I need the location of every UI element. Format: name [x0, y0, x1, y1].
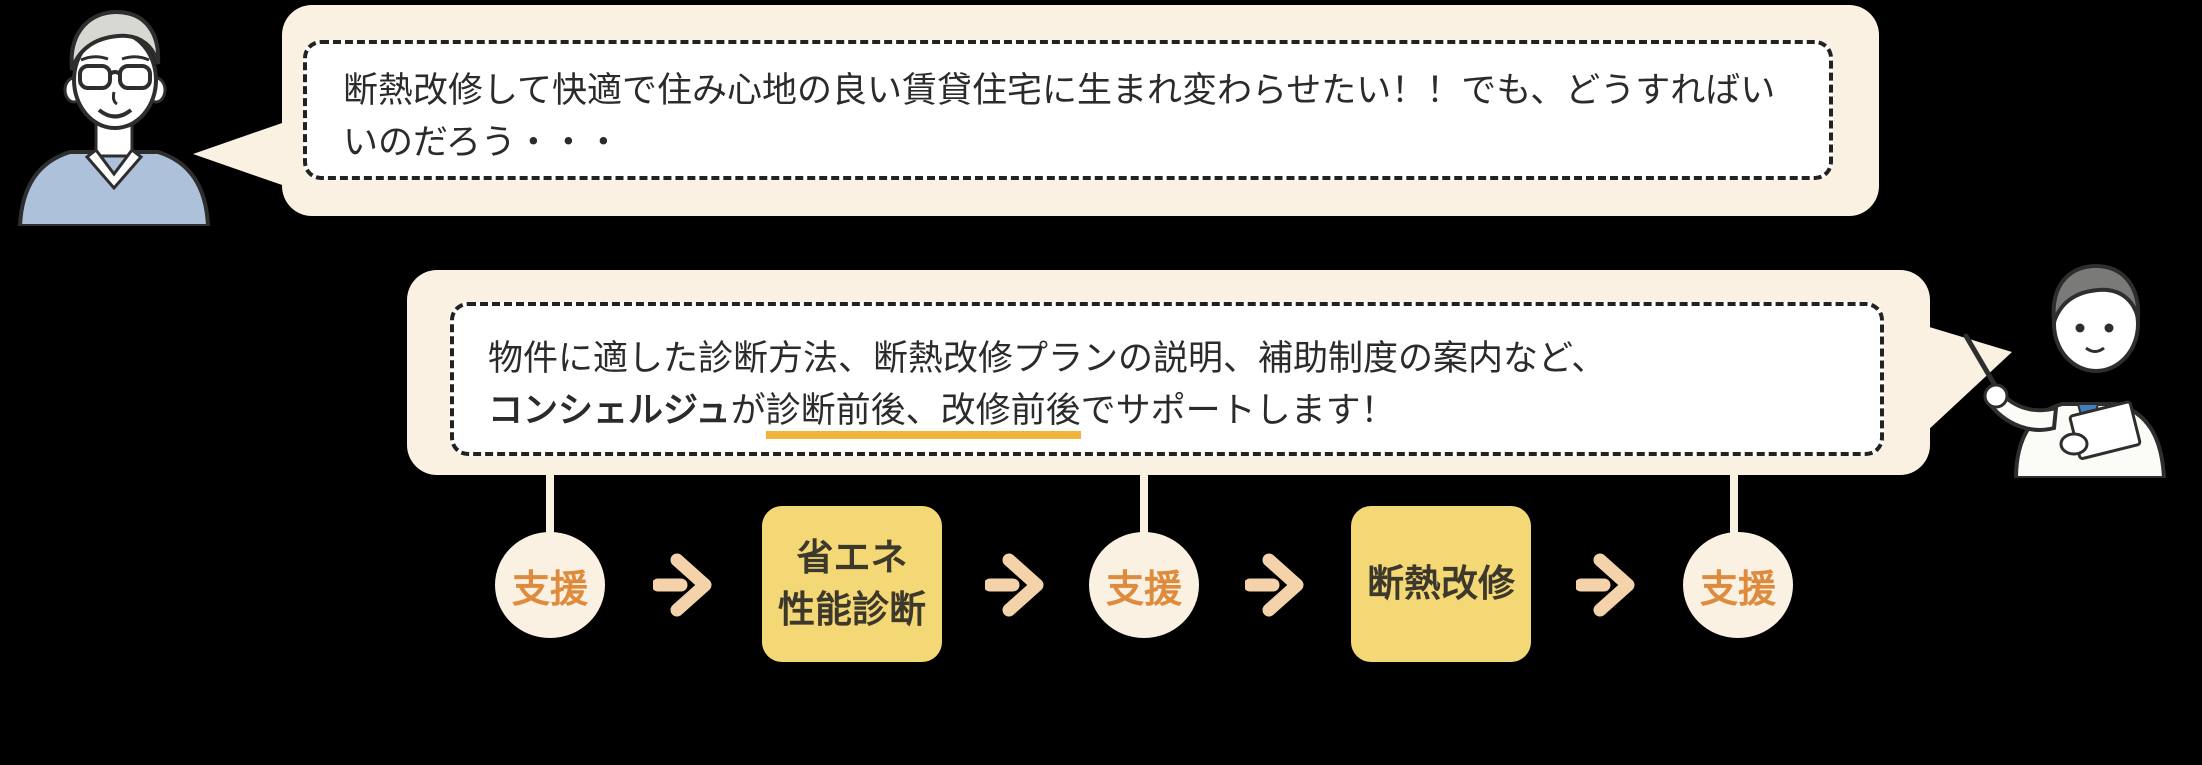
flow-arrow-icon-2: [985, 553, 1044, 617]
concierge-word-rest: でサポートします！: [1080, 391, 1396, 430]
process-box-insulation-label: 断熱改修: [1367, 563, 1515, 604]
owner-bubble-line2: いのだろう・・・: [343, 123, 621, 162]
concierge-word-underlined: 診断前後、改修前後: [765, 391, 1081, 439]
concierge-word-bold: コンシェルジュ: [488, 391, 731, 430]
concierge-bubble-tail: [1926, 326, 2012, 432]
support-circle-2: 支援: [1089, 532, 1199, 638]
owner-person-icon: [17, 9, 211, 226]
flow-arrow-icon-3: [1245, 553, 1304, 617]
flow-arrow-icon-4: [1576, 553, 1635, 617]
concierge-bubble-line2: コンシェルジュが診断前後、改修前後でサポートします！: [488, 385, 1850, 439]
consultant-person-icon: [1963, 263, 2167, 478]
support-circle-3: 支援: [1683, 532, 1793, 638]
owner-bubble-tail: [193, 122, 285, 186]
support-circle-3-label: 支援: [1699, 568, 1776, 611]
process-box-energy-line2: 性能診断: [778, 589, 926, 630]
process-box-energy-line1: 省エネ: [796, 537, 908, 578]
concierge-bubble-line1: 物件に適した診断方法、断熱改修プランの説明、補助制度の案内など、: [488, 339, 1607, 378]
owner-bubble-line1: 断熱改修して快適で住み心地の良い賃貸住宅に生まれ変わらせたい！！でも、どうすれば…: [343, 71, 1776, 110]
connector-line-1: [546, 470, 554, 534]
process-box-energy-diagnosis: 省エネ 性能診断: [762, 506, 942, 662]
support-circle-1: 支援: [495, 532, 605, 638]
support-circle-2-label: 支援: [1105, 568, 1182, 611]
flow-arrow-icon-1: [653, 553, 712, 617]
connector-line-3: [1730, 470, 1738, 534]
support-circle-1-label: 支援: [511, 568, 588, 611]
concierge-word-plain: が: [730, 391, 766, 430]
connector-line-2: [1140, 470, 1148, 534]
owner-bubble-panel: 断熱改修して快適で住み心地の良い賃貸住宅に生まれ変わらせたい！！でも、どうすれば…: [303, 40, 1833, 180]
concierge-bubble-panel: 物件に適した診断方法、断熱改修プランの説明、補助制度の案内など、 コンシェルジュ…: [450, 302, 1884, 456]
process-box-insulation-retrofit: 断熱改修: [1351, 506, 1531, 662]
